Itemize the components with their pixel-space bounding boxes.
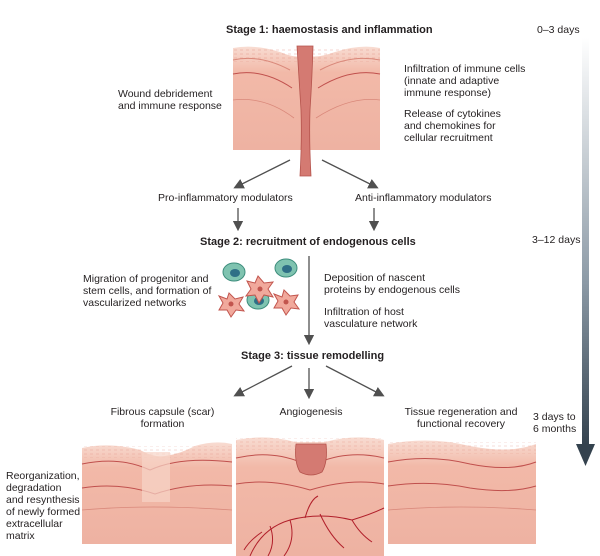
outcome-angio-label: Angiogenesis <box>279 406 343 418</box>
arrow-to-regen <box>325 365 385 397</box>
healing-plug <box>295 443 327 476</box>
stage3-title: Stage 3: tissue remodelling <box>241 350 385 362</box>
stage3-time: 3 days to 6 months <box>533 411 577 435</box>
stage2-right-text-1: Deposition of nascent proteins by endoge… <box>324 272 461 296</box>
stage2-right-text-2: Infiltration of host vasculature network <box>324 306 418 330</box>
outcome-regen-label: Tissue regeneration and functional recov… <box>404 406 518 430</box>
stem-cells-illustration <box>217 258 301 318</box>
wound <box>296 45 314 177</box>
timeline-arrow <box>576 38 595 466</box>
outcome-fibrous-label: Fibrous capsule (scar) formation <box>110 406 215 430</box>
regenerated-skin-illustration <box>387 440 537 544</box>
stage2-time: 3–12 days <box>532 234 581 246</box>
stage1-right-text-1: Infiltration of immune cells (innate and… <box>404 63 526 99</box>
stage1-skin-illustration <box>232 45 381 177</box>
stage3-left-text: Reorganization, degradation and resynthe… <box>6 470 81 542</box>
anti-inflammatory-label: Anti-inflammatory modulators <box>355 192 492 204</box>
scar-skin-illustration <box>81 442 233 544</box>
blood-vessels <box>243 495 385 556</box>
stage2-left-text: Migration of progenitor and stem cells, … <box>83 273 212 309</box>
pro-inflammatory-label: Pro-inflammatory modulators <box>158 192 293 204</box>
stage1-time: 0–3 days <box>537 24 580 36</box>
stage1-title: Stage 1: haemostasis and inflammation <box>226 24 433 36</box>
stage2-title: Stage 2: recruitment of endogenous cells <box>200 236 416 248</box>
arrow-to-anti <box>321 159 379 189</box>
stage1-right-text-2: Release of cytokines and chemokines for … <box>404 108 501 144</box>
angiogenesis-skin-illustration <box>235 437 385 556</box>
stage1-left-text: Wound debridement and immune response <box>118 88 222 112</box>
arrow-to-fibrous <box>233 365 293 397</box>
arrow-to-pro <box>233 159 291 189</box>
